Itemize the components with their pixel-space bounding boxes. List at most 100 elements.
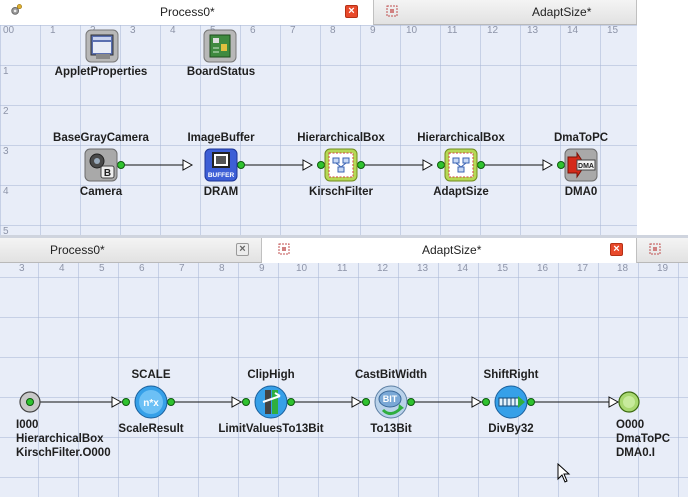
ruler-x-label: 16: [537, 263, 549, 274]
hierarchical-box-icon: [649, 243, 661, 255]
applet-properties-icon[interactable]: [84, 28, 120, 64]
output-port-target: DMA0.I: [616, 447, 655, 459]
tab-process0[interactable]: Process0* ×: [0, 0, 374, 25]
tab-process0-label: Process0*: [50, 243, 105, 257]
ruler-x-label: 12: [487, 25, 499, 36]
ruler-x-label: 9: [370, 25, 376, 36]
ruler-x-label: 3: [19, 263, 25, 274]
ruler-x-label: 9: [259, 263, 265, 274]
ruler-x-label: 17: [577, 263, 589, 274]
close-icon[interactable]: ×: [236, 243, 249, 256]
node-name-label: Camera: [79, 186, 123, 198]
ruler-x-label: 10: [406, 25, 418, 36]
ruler-x-label: 12: [377, 263, 389, 274]
tab-adaptsize-label: AdaptSize*: [532, 5, 592, 19]
ruler-x-label: 14: [567, 25, 579, 36]
ruler-x-label: 11: [337, 263, 348, 274]
ruler-x-label: 4: [59, 263, 65, 274]
tab-adaptsize-label: AdaptSize*: [422, 243, 482, 257]
ruler-x-label: 7: [290, 25, 296, 36]
node-type-label: HierarchicalBox: [297, 132, 385, 144]
node-type-label: ImageBuffer: [187, 132, 255, 144]
ruler-x-label: 18: [617, 263, 629, 274]
svg-text:B: B: [104, 168, 111, 179]
tab-process0[interactable]: Process0* ×: [0, 238, 262, 262]
input-port-label: I000 HierarchicalBox KirschFilter.O000: [16, 418, 111, 460]
hierarchical-box-icon[interactable]: [443, 147, 479, 183]
top-tab-bar: Process0* × AdaptSize*: [0, 0, 688, 25]
ruler-x-label: 11: [447, 25, 458, 36]
design-canvas[interactable]: 00 1 2 3 4 5 6 7 8 9 10 11 12 13 14 15 1…: [0, 25, 637, 235]
node-type-label: SCALE: [131, 369, 171, 381]
image-buffer-icon[interactable]: BUFFER: [203, 147, 239, 183]
ruler-y-label: 3: [3, 146, 9, 157]
node-name-label: DivBy32: [488, 423, 534, 435]
ruler-y-label: 4: [3, 186, 9, 197]
tab-adaptsize[interactable]: AdaptSize*: [374, 0, 637, 24]
tab-overflow[interactable]: [637, 238, 688, 262]
node-type-label: ClipHigh: [247, 369, 295, 381]
dma-icon[interactable]: DMA: [563, 147, 599, 183]
node-name-label: KirschFilter: [309, 186, 373, 198]
close-icon[interactable]: ×: [345, 5, 358, 18]
node-name-label: LimitValuesTo13Bit: [218, 423, 324, 435]
node-type-label: HierarchicalBox: [417, 132, 505, 144]
board-status-icon[interactable]: [202, 28, 238, 64]
tab-process0-label: Process0*: [160, 5, 215, 19]
split-divider[interactable]: [0, 235, 688, 238]
ruler-y-label: 5: [3, 226, 9, 235]
shift-right-icon[interactable]: [493, 384, 529, 420]
wire-layer: [117, 159, 565, 171]
input-port-icon[interactable]: [18, 390, 42, 414]
ruler-x-label: 13: [417, 263, 429, 274]
ruler-x-label: 00: [3, 25, 15, 36]
input-port-source-type: HierarchicalBox: [16, 433, 104, 445]
clip-high-icon[interactable]: [253, 384, 289, 420]
node-name-label: DRAM: [203, 186, 239, 198]
ruler-y-label: 1: [3, 66, 9, 77]
scale-icon[interactable]: n*x: [133, 384, 169, 420]
ruler-x-label: 7: [179, 263, 185, 274]
node-name-label: DMA0: [564, 186, 598, 198]
ruler-x-label: 19: [657, 263, 669, 274]
ruler-x-label: 8: [330, 25, 336, 36]
ruler-x-label: 15: [497, 263, 509, 274]
cast-bitwidth-icon[interactable]: BIT: [373, 384, 409, 420]
ruler-x-label: 3: [130, 25, 136, 36]
bottom-tab-bar: Process0* × AdaptSize* ×: [0, 238, 688, 263]
close-icon[interactable]: ×: [610, 243, 623, 256]
node-name-label: AdaptSize: [433, 186, 489, 198]
buffer-icon-text: BUFFER: [208, 172, 235, 179]
node-type-label: BaseGrayCamera: [53, 132, 149, 144]
hierarchical-box-icon[interactable]: [323, 147, 359, 183]
ruler-x-label: 6: [139, 263, 145, 274]
gear-icon: [11, 4, 22, 15]
design-canvas[interactable]: 3 4 5 6 7 8 9 10 11 12 13 14 15 16 17 18…: [0, 263, 688, 497]
scale-icon-text: n*x: [143, 398, 159, 409]
ruler-x-label: 13: [527, 25, 539, 36]
output-port-icon[interactable]: [617, 390, 641, 414]
output-port-target-type: DmaToPC: [616, 433, 671, 445]
process-editor-pane: Process0* × AdaptSize* 00 1 2 3 4 5 6 7 …: [0, 0, 688, 235]
node-name-label: ScaleResult: [118, 423, 184, 435]
ruler-horizontal: 3 4 5 6 7 8 9 10 11 12 13 14 15 16 17 18…: [0, 263, 688, 275]
node-name-label: To13Bit: [370, 423, 412, 435]
hierarchical-box-icon: [278, 243, 290, 255]
camera-icon[interactable]: B: [83, 147, 119, 183]
node-type-label: ShiftRight: [483, 369, 539, 381]
ruler-x-label: 8: [219, 263, 225, 274]
ruler-x-label: 5: [99, 263, 105, 274]
tab-adaptsize[interactable]: AdaptSize* ×: [262, 238, 637, 263]
ruler-x-label: 1: [50, 25, 56, 36]
ruler-x-label: 14: [457, 263, 469, 274]
output-port-name: O000: [616, 419, 645, 431]
ruler-x-label: 4: [170, 25, 176, 36]
mouse-cursor-icon: [557, 463, 571, 483]
input-port-name: I000: [16, 419, 39, 431]
dma-icon-text: DMA: [578, 163, 594, 170]
node-type-label: CastBitWidth: [354, 369, 428, 381]
input-port-source: KirschFilter.O000: [16, 447, 111, 459]
applet-properties-label: AppletProperties: [54, 66, 148, 78]
ruler-y-label: 2: [3, 106, 9, 117]
board-status-label: BoardStatus: [186, 66, 256, 78]
